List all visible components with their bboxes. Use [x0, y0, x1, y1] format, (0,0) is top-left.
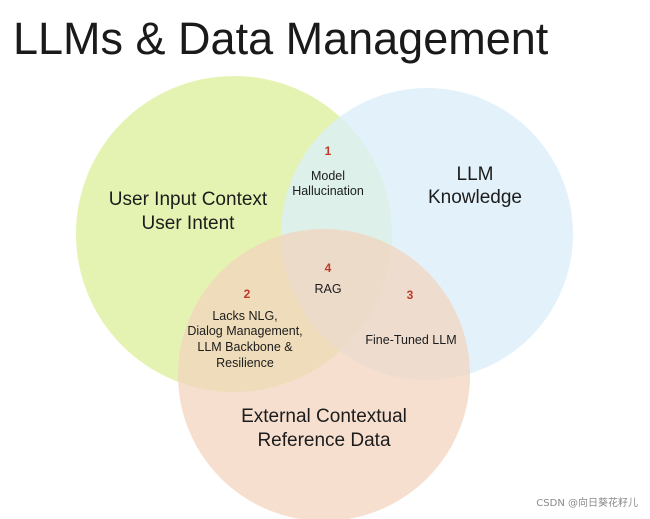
region-1-label-2: Hallucination — [292, 184, 364, 198]
region-2-label-4: Resilience — [216, 356, 274, 370]
region-4-number: 4 — [325, 261, 332, 275]
circle-external-data — [178, 229, 470, 519]
region-1-number: 1 — [325, 144, 332, 158]
circle-llm-knowledge-label-2: Knowledge — [428, 187, 522, 208]
region-2-label-3: LLM Backbone & — [197, 340, 293, 354]
circle-external-data-label-1: External Contextual — [241, 406, 407, 427]
region-1-label-1: Model — [311, 169, 345, 183]
region-2-number: 2 — [244, 287, 251, 301]
region-3-number: 3 — [407, 288, 414, 302]
region-2-label-1: Lacks NLG, — [212, 309, 277, 323]
circle-user-input-label-2: User Intent — [142, 213, 236, 234]
circle-user-input-label-1: User Input Context — [109, 189, 268, 210]
region-2-label-2: Dialog Management, — [187, 324, 302, 338]
watermark: CSDN @向日葵花籽儿 — [536, 498, 638, 509]
page-title: LLMs & Data Management — [13, 13, 549, 64]
circle-llm-knowledge-label-1: LLM — [457, 164, 494, 185]
circle-external-data-label-2: Reference Data — [257, 430, 391, 451]
region-3-label: Fine-Tuned LLM — [365, 333, 456, 347]
region-4-label: RAG — [314, 282, 341, 296]
